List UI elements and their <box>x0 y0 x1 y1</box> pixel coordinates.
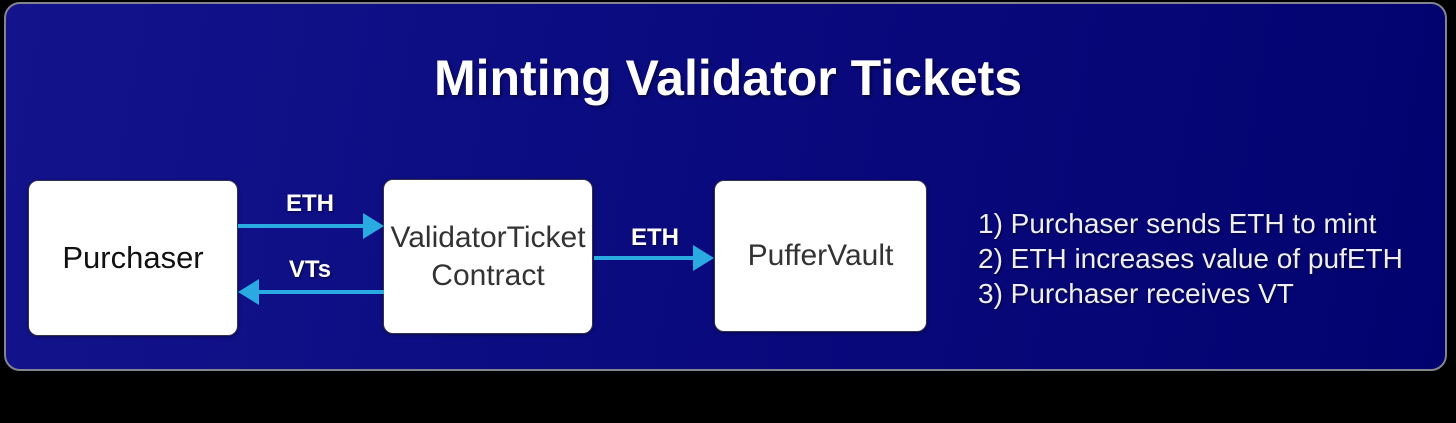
edge-label-vts-to-purchaser: VTs <box>288 256 332 283</box>
step-list: 1) Purchaser sends ETH to mint 2) ETH in… <box>978 206 1403 311</box>
edge-label-eth-to-vault: ETH <box>631 224 679 251</box>
node-contract-label-line2: Contract <box>431 258 545 292</box>
node-purchaser-label: Purchaser <box>62 240 204 275</box>
node-vault-label: PufferVault <box>747 239 894 272</box>
step-item: 2) ETH increases value of pufETH <box>978 243 1403 274</box>
node-validator-ticket-contract: ValidatorTicket Contract <box>383 179 593 334</box>
node-purchaser: Purchaser <box>28 180 238 336</box>
node-puffer-vault: PufferVault <box>714 180 927 332</box>
step-item: 1) Purchaser sends ETH to mint <box>978 208 1377 239</box>
page-title: Minting Validator Tickets <box>433 50 1023 106</box>
step-item: 3) Purchaser receives VT <box>978 278 1294 309</box>
edge-label-eth-to-contract: ETH <box>286 190 334 217</box>
node-contract-label-line1: ValidatorTicket <box>390 220 586 254</box>
